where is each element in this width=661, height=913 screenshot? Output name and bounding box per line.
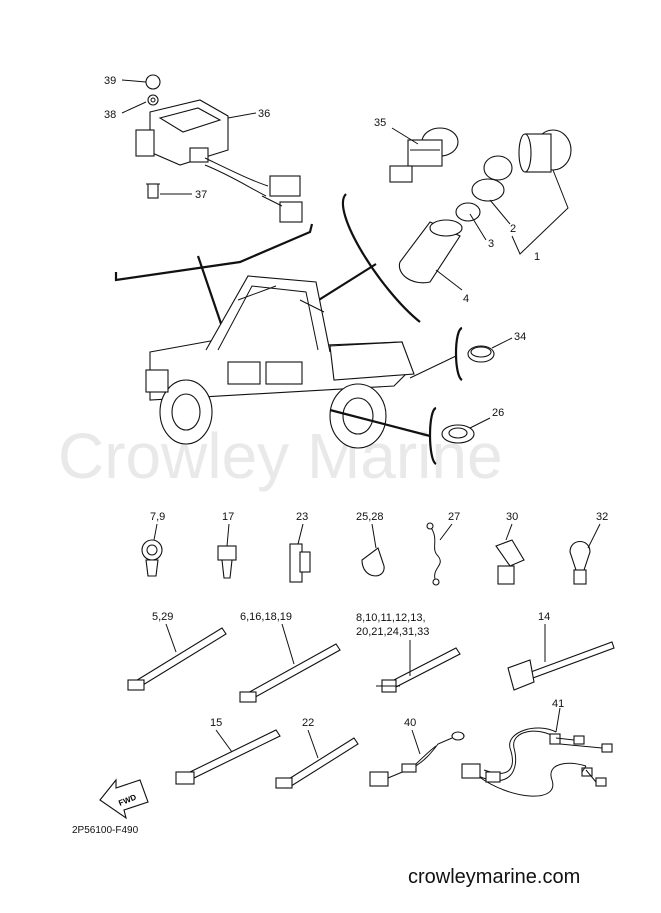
callout-32: 32: [596, 511, 608, 523]
callout-14: 14: [538, 611, 550, 623]
callout-17: 17: [222, 511, 234, 523]
callout-15: 15: [210, 717, 222, 729]
callout-7-9: 7,9: [150, 511, 165, 523]
grommet-26: [441, 424, 475, 444]
clip-32: [569, 540, 591, 585]
vehicle: [145, 275, 415, 449]
harness-41: [461, 727, 613, 797]
callout-3: 3: [488, 238, 494, 250]
tie-22: [275, 737, 359, 789]
callout-37: 37: [195, 189, 207, 201]
watermark: Crowley Marine: [58, 420, 503, 492]
tie-6-16-18-19: [239, 643, 341, 703]
switch-assembly: [135, 74, 303, 223]
tie-15: [175, 729, 281, 785]
switch-35: [389, 127, 459, 183]
tie-14: [507, 641, 615, 691]
callout-25-28: 25,28: [356, 511, 384, 523]
callout-35: 35: [374, 117, 386, 129]
callout-39: 39: [104, 75, 116, 87]
clip-7-9: [141, 539, 163, 577]
callout-27: 27: [448, 511, 460, 523]
boot-4: [398, 219, 463, 284]
callout-22: 22: [302, 717, 314, 729]
tie-group: [376, 647, 461, 693]
grommet-34: [467, 345, 495, 363]
callout-41: 41: [552, 698, 564, 710]
callout-36: 36: [258, 108, 270, 120]
callout-30: 30: [506, 511, 518, 523]
callout-4: 4: [463, 293, 469, 305]
callout-group-b: 20,21,24,31,33: [356, 626, 429, 638]
callout-group-a: 8,10,11,12,13,: [356, 612, 426, 624]
callout-2: 2: [510, 223, 516, 235]
socket-assembly: [455, 129, 572, 222]
callout-1: 1: [534, 251, 540, 263]
callout-34: 34: [514, 331, 526, 343]
callout-5-29: 5,29: [152, 611, 173, 623]
diagram-code: 2P56100-F490: [72, 825, 139, 836]
clip-25-28: [361, 547, 385, 577]
callout-6-16-18-19: 6,16,18,19: [240, 611, 292, 623]
site-url: crowleymarine.com: [408, 866, 581, 888]
fwd-arrow-icon: FWD: [99, 778, 149, 820]
clip-17: [217, 545, 237, 579]
callout-40: 40: [404, 717, 416, 729]
callout-38: 38: [104, 109, 116, 121]
callout-23: 23: [296, 511, 308, 523]
clip-30: [495, 539, 525, 585]
clip-27: [426, 522, 441, 586]
harness-40: [369, 731, 465, 787]
tie-5-29: [127, 627, 227, 691]
callout-26: 26: [492, 407, 504, 419]
clip-23: [289, 543, 311, 583]
